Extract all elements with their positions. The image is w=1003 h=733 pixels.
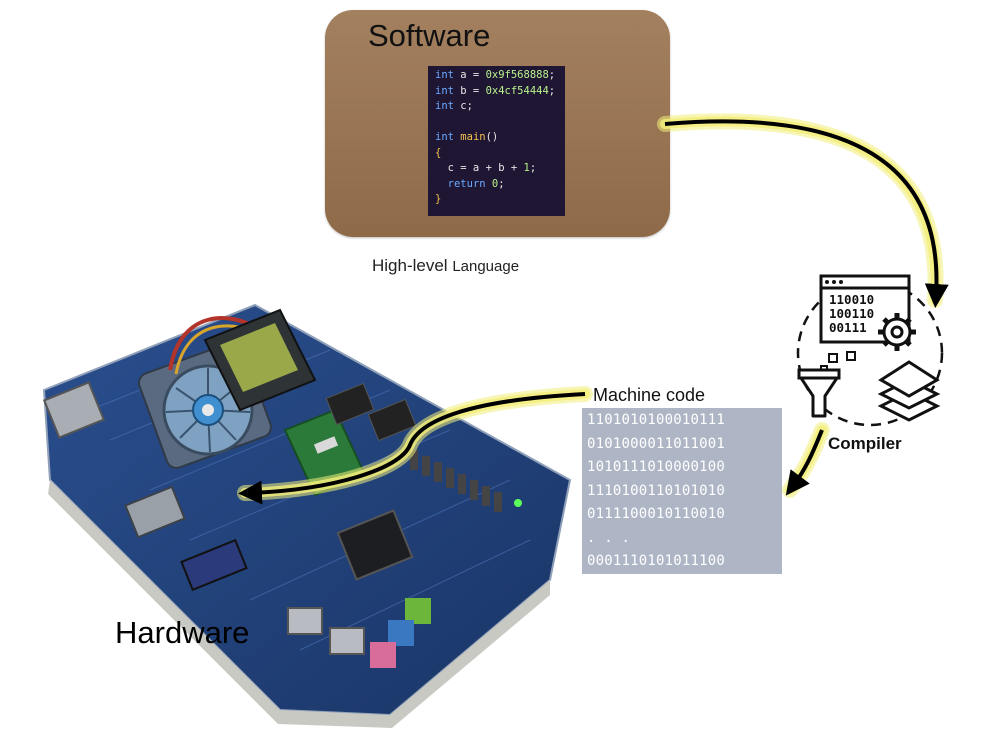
dashed-circle [796, 279, 944, 427]
binary-digits: 00111 [829, 320, 867, 335]
funnel-icon [797, 368, 841, 418]
code-line: int b = 0x4cf54444; [435, 84, 556, 97]
code-line: int main() [435, 131, 499, 143]
machine-code-line: 1010111010000100 [587, 459, 726, 475]
code-line: int a = 0x9f568888; [435, 69, 556, 81]
machine-code-line: 1110100110101010 [587, 482, 726, 499]
code-line: c = a + b + 1; [435, 162, 537, 174]
hardware-label: Hardware [115, 615, 250, 650]
vga-port [180, 538, 248, 592]
software-title: Software [368, 18, 491, 53]
machine-code-line: . . . [587, 529, 631, 546]
gear-icon [878, 313, 916, 351]
compiler-icon: 110010 100110 00111 [796, 274, 944, 427]
machine-code-panel [582, 408, 782, 574]
lcd-module [203, 308, 317, 412]
code-snippet: int a = 0x9f568888; int b = 0x4cf54444; … [428, 66, 565, 216]
fpga-chip [336, 509, 414, 581]
machine-code-line: 1101010100010111 [587, 412, 726, 428]
layers-icon [877, 360, 941, 422]
code-line: } [435, 193, 442, 205]
high-level-text: High-level [372, 256, 453, 275]
audio-jacks [370, 598, 431, 668]
code-line: return 0; [447, 177, 505, 190]
usb-ports [287, 607, 365, 655]
language-text: Language [452, 258, 520, 275]
code-line: { [435, 146, 442, 159]
arrow-compiler-to-machine-code [782, 422, 830, 498]
arrow-software-to-compiler [657, 113, 949, 308]
binary-digits: 110010 [829, 292, 874, 307]
machine-code-line: 0001110101011100 [587, 553, 726, 569]
machine-code-label: Machine code [593, 385, 706, 405]
code-line: int c; [435, 100, 473, 112]
machine-code-text: 1101010100010111 0101000011011001 101011… [587, 409, 725, 574]
machine-code-line: 0101000011011001 [587, 435, 726, 452]
high-level-language-label: High-level Language [372, 256, 519, 276]
arrow-machine-code-to-hardware [237, 386, 593, 505]
machine-code-line: 0111100010110010 [587, 506, 726, 522]
binary-digits: 100110 [829, 306, 874, 321]
compiler-label: Compiler [828, 434, 902, 453]
ethernet-port [124, 485, 186, 539]
